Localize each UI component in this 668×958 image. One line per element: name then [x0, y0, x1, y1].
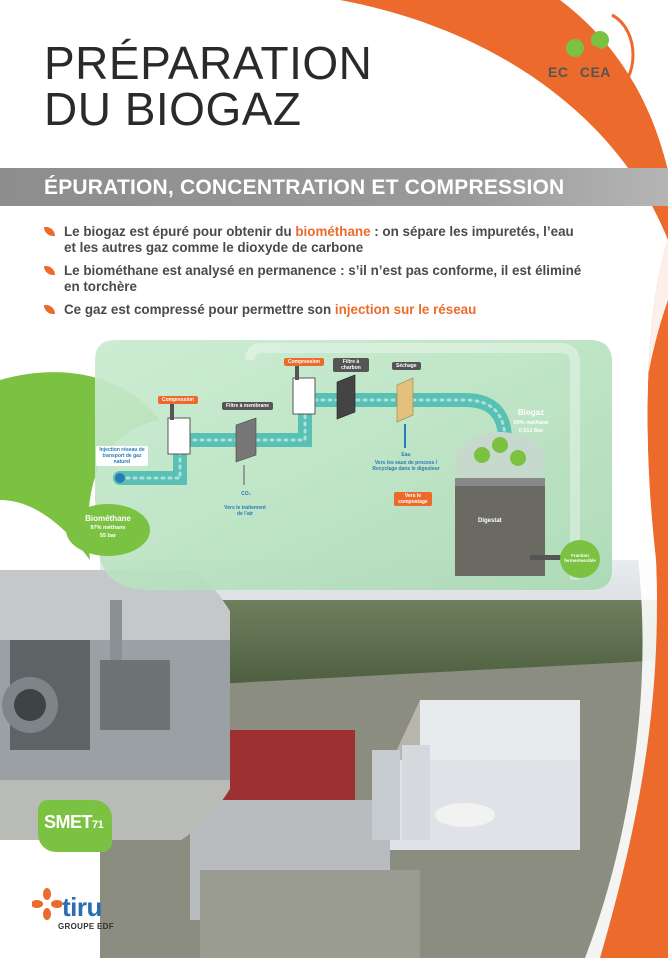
label-filtre-charbon: Filtre à charbon [333, 358, 369, 372]
smet-text: SMET [44, 812, 93, 832]
bullet-list: Le biogaz est épuré pour obtenir du biom… [44, 224, 584, 325]
label-biogaz-l2: 0,012 Bar [518, 428, 544, 434]
tiru-logo-text: tiru [62, 892, 102, 922]
label-injection: Injection réseau de transport de gaz nat… [96, 446, 148, 466]
compressor-1 [167, 417, 191, 455]
ecocea-logo-mark [566, 13, 635, 97]
title-line-2: DU BIOGAZ [44, 83, 302, 135]
label-biogaz-l1: 50% méthane [513, 420, 549, 426]
logo-o: O [568, 64, 580, 80]
round-tank [435, 803, 495, 827]
title-line-1: PRÉPARATION [44, 37, 373, 89]
label-biomethane-l1: 97% méthane [90, 525, 126, 531]
building-white-1 [420, 700, 580, 760]
label-digestat: Digestat [478, 518, 502, 524]
bullet-item: Le biogaz est épuré pour obtenir du biom… [44, 224, 584, 256]
label-biomethane-l2: 55 bar [99, 533, 117, 539]
bullet-item: Le biométhane est analysé en permanence … [44, 263, 584, 295]
building-ground [200, 870, 420, 958]
label-compression-1: Compression [158, 396, 198, 404]
fraction-badge [560, 540, 600, 578]
section-banner-text: ÉPURATION, CONCENTRATION ET COMPRESSION [44, 176, 565, 199]
smet71-logo: SMET71 [38, 800, 112, 852]
label-filtre-membrane: Filtre à membrane [222, 402, 274, 410]
compressor-2 [292, 377, 316, 415]
label-co2-dest: Vers le traitement de l’air [224, 505, 266, 517]
tiru-flower-icon [32, 888, 62, 920]
biomethane-badge [66, 504, 150, 556]
logo-prefix: EC [548, 64, 569, 80]
digester [455, 432, 545, 576]
leaf-icon [44, 305, 55, 314]
label-compression-2: Compression [284, 358, 324, 366]
biomethane-flame [115, 473, 125, 483]
label-fraction: Fraction fermentescible [564, 553, 596, 563]
drying-unit [396, 377, 414, 423]
label-co2: CO₂ [241, 491, 251, 497]
diagram-panel-inner [245, 343, 580, 580]
silo-1 [372, 750, 400, 840]
label-biogaz-title: Biogaz [517, 408, 545, 417]
label-compostage: Vers le compostage [394, 492, 432, 506]
membrane-filter [235, 417, 257, 463]
label-sechage: Séchage [392, 362, 421, 370]
equipment-photo [0, 570, 230, 840]
label-biomethane-title: Biométhane [85, 514, 131, 523]
bullet-item: Ce gaz est compressé pour permettre son … [44, 302, 584, 318]
label-eau-dest: Vers les eaux de process / Recyclage dan… [372, 460, 440, 472]
fraction-pipe [530, 555, 565, 560]
white-arc-right [585, 240, 668, 958]
tiru-logo-sub: GROUPE EDF [58, 922, 114, 931]
leaf-icon [44, 266, 55, 275]
orange-arc-top [340, 0, 668, 240]
ecocea-logo: ECOCEA [548, 64, 611, 80]
logo-suffix: CEA [579, 64, 611, 80]
silo-2 [402, 745, 430, 840]
label-eau: Eau [401, 452, 411, 458]
leaf-icon [44, 227, 55, 236]
section-banner [0, 168, 668, 206]
charcoal-filter [336, 374, 356, 420]
orange-arc-right [600, 240, 668, 958]
smet-num: 71 [92, 819, 104, 831]
page-title: PRÉPARATION DU BIOGAZ [44, 40, 372, 132]
